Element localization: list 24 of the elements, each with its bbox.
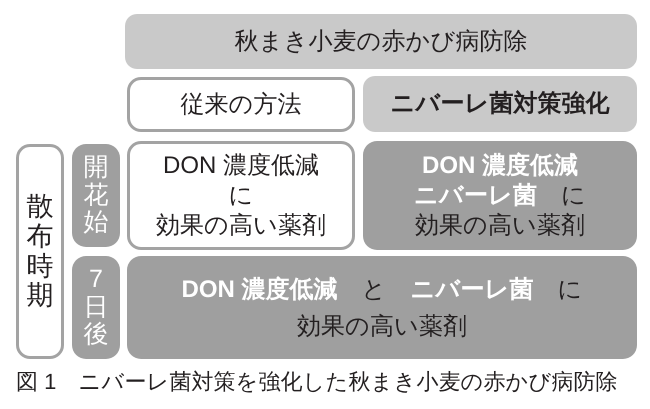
column-header — [127, 77, 355, 132]
cell-text: ニバーレ菌対策強化 — [390, 89, 610, 119]
figure-caption: 図 1 ニバーレ菌対策を強化した秋まき小麦の赤かび病防除 — [16, 368, 618, 396]
cell-text: DON 濃度低減 — [422, 150, 578, 180]
cell-text: 従来の方法 — [180, 90, 302, 120]
cell-text: DON 濃度低減 — [163, 150, 319, 180]
cell-panel — [127, 256, 637, 359]
row-label: 散布時期 — [26, 192, 54, 311]
cell-panel — [363, 141, 637, 250]
cell-panel — [127, 141, 355, 250]
cell-text: 秋まき小麦の赤かび病防除 — [234, 26, 528, 56]
title-band — [125, 14, 637, 69]
row-header — [72, 256, 120, 359]
row-label: 開花始 — [84, 154, 108, 237]
cell-text: DON 濃度低減 と ニバーレ菌 に — [182, 274, 582, 304]
column-header — [363, 76, 637, 132]
cell-text: 効果の高い薬剤 — [156, 210, 326, 240]
row-label: 7日後 — [84, 266, 108, 349]
cell-text: 効果の高い薬剤 — [297, 312, 467, 342]
cell-text: 効果の高い薬剤 — [415, 210, 585, 240]
row-header — [16, 144, 64, 359]
row-header — [72, 144, 120, 247]
cell-text: ニバーレ菌 に — [414, 180, 586, 210]
cell-text: に — [228, 180, 254, 210]
